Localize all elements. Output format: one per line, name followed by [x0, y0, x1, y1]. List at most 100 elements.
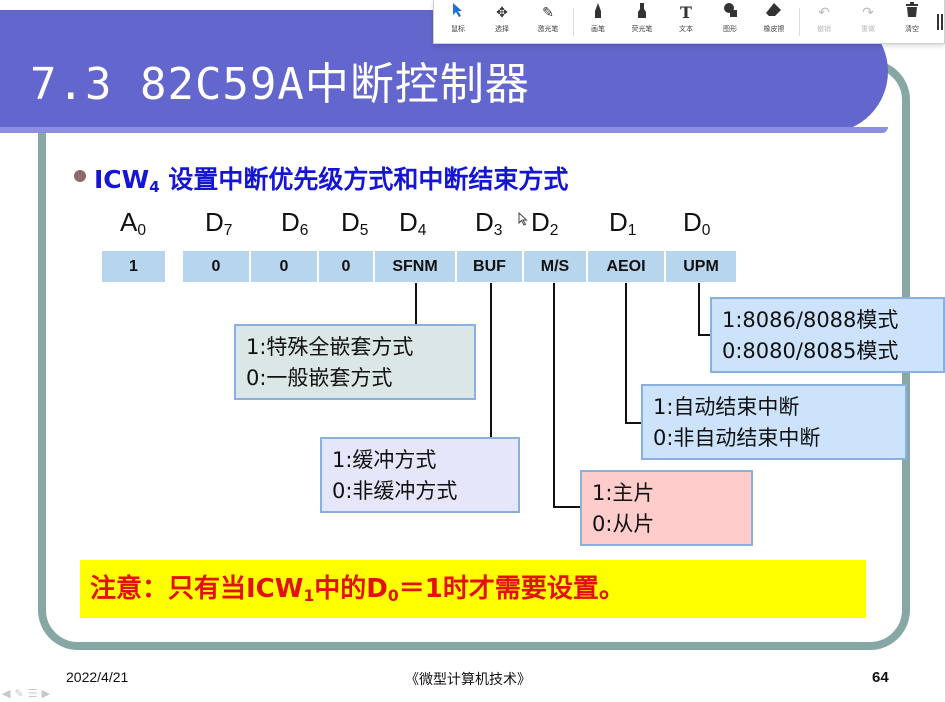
laser-pen-icon: ✎ [542, 5, 554, 21]
annotation-line: 1:自动结束中断 [653, 395, 800, 419]
prev-slide-icon[interactable]: ◀ [2, 687, 15, 700]
tool-label: 鼠标 [451, 25, 465, 33]
text-fragment: 0 [701, 221, 711, 239]
annotation-line: 1:缓冲方式 [332, 448, 437, 472]
aeoi-connector-h [625, 422, 641, 424]
eraser-tool-button[interactable]: 橡皮擦 [752, 2, 796, 42]
toolbar-divider [799, 8, 800, 36]
move-icon: ✥ [496, 5, 508, 21]
mouse-cursor-icon [518, 211, 528, 229]
text-fragment: 0 [387, 586, 399, 605]
menu-icon[interactable]: ☰ [27, 687, 42, 700]
text-fragment: 6 [299, 221, 309, 239]
tool-label: 文本 [679, 25, 693, 33]
highlighter-tool-button[interactable]: 荧光笔 [620, 2, 664, 42]
pointer-icon [436, 2, 480, 24]
tool-label: 图形 [723, 25, 737, 33]
text-fragment: 4 [417, 221, 427, 239]
heading-text: ICW [94, 165, 150, 194]
next-slide-icon[interactable]: ▶ [41, 687, 55, 700]
text-fragment: 0 [137, 221, 147, 239]
annotation-line: 0:从片 [592, 512, 655, 536]
tool-label: 清空 [905, 25, 919, 33]
bit-cell-d5: 0 [318, 250, 374, 283]
buf-annotation: 1:缓冲方式 0:非缓冲方式 [320, 437, 520, 513]
undo-button[interactable]: ↶ 撤销 [802, 2, 846, 42]
pen-tool-button[interactable]: 画笔 [576, 2, 620, 42]
text-fragment: 1 [627, 221, 637, 239]
sfnm-annotation: 1:特殊全嵌套方式 0:一般嵌套方式 [234, 324, 476, 400]
bit-cell-d4: SFNM [374, 250, 456, 283]
text-fragment: 5 [359, 221, 369, 239]
heading-text: 设置中断优先级方式和中断结束方式 [159, 165, 569, 194]
select-tool-button[interactable]: ✥ 选择 [480, 2, 524, 42]
page-number: 64 [872, 669, 889, 686]
bit-cell-d3: BUF [456, 250, 523, 283]
eraser-icon [752, 2, 796, 24]
ms-connector-v [553, 283, 555, 507]
bit-cell-d7: 0 [182, 250, 250, 283]
trash-icon [890, 2, 934, 24]
clear-button[interactable]: 清空 [890, 2, 934, 42]
text-fragment: 中的D [314, 574, 388, 604]
toolbar-overflow-icon[interactable] [937, 14, 943, 30]
tool-label: 撤销 [817, 25, 831, 33]
text-fragment: ＝1时才需要设置。 [398, 574, 625, 604]
text-fragment: 注意：只有当ICW [90, 574, 304, 604]
sfnm-connector [415, 283, 417, 325]
tool-label: 选择 [495, 25, 509, 33]
text-tool-button[interactable]: T 文本 [664, 2, 708, 42]
bit-label-d2: D2 [531, 207, 558, 240]
annotation-line: 1:主片 [592, 481, 655, 505]
text-fragment: D [205, 207, 224, 237]
footer-course-title: 《微型计算机技术》 [405, 672, 531, 688]
shapes-tool-button[interactable]: 图形 [708, 2, 752, 42]
text-fragment: 3 [493, 221, 503, 239]
redo-button[interactable]: ↷ 重做 [846, 2, 890, 42]
annotation-toolbar: 鼠标 ✥ 选择 ✎ 激光笔 画笔 荧光笔 T 文本 图形 橡皮擦 ↶ [433, 0, 945, 44]
highlighter-icon [620, 2, 664, 24]
ms-annotation: 1:主片 0:从片 [580, 470, 753, 546]
heading-subscript: 4 [149, 177, 160, 196]
bit-cell-d1: AEOI [587, 250, 665, 283]
text-fragment: 2 [549, 221, 559, 239]
tool-label: 橡皮擦 [763, 25, 785, 33]
bit-cell-d2: M/S [523, 250, 587, 283]
section-heading: ICW4 设置中断优先级方式和中断结束方式 [94, 160, 568, 196]
pointer-tool-button[interactable]: 鼠标 [436, 2, 480, 42]
buf-connector [490, 283, 492, 438]
bit-label-a0: A0 [120, 207, 146, 240]
bullet-icon [74, 170, 86, 182]
text-fragment: D [341, 207, 360, 237]
text-fragment: D [609, 207, 628, 237]
bit-label-d6: D6 [281, 207, 308, 240]
tool-label: 重做 [861, 25, 875, 33]
aeoi-connector-v [625, 283, 627, 423]
bit-label-d5: D5 [341, 207, 368, 240]
text-fragment: D [531, 207, 550, 237]
text-fragment: A [120, 207, 138, 237]
shapes-icon [708, 2, 752, 24]
laser-pen-tool-button[interactable]: ✎ 激光笔 [526, 2, 570, 42]
redo-icon: ↷ [862, 5, 874, 21]
bit-cell-a0: 1 [101, 250, 166, 283]
text-fragment: D [399, 207, 418, 237]
slide-nav-controls[interactable]: ◀✎☰▶ [2, 687, 54, 700]
pen-menu-icon[interactable]: ✎ [14, 687, 28, 700]
upm-connector-v [698, 283, 700, 335]
bit-label-d1: D1 [609, 207, 636, 240]
bit-label-d7: D7 [205, 207, 232, 240]
aeoi-annotation: 1:自动结束中断 0:非自动结束中断 [641, 384, 907, 460]
bit-label-d0: D0 [683, 207, 710, 240]
text-fragment: 1 [303, 586, 315, 605]
bit-cell-d0: UPM [665, 250, 737, 283]
bit-label-d3: D3 [475, 207, 502, 240]
text-fragment: D [475, 207, 494, 237]
annotation-line: 0:非自动结束中断 [653, 426, 821, 450]
bit-cell-d6: 0 [250, 250, 318, 283]
annotation-line: 0:一般嵌套方式 [246, 366, 393, 390]
annotation-line: 1:特殊全嵌套方式 [246, 335, 414, 359]
tool-label: 荧光笔 [631, 25, 653, 33]
undo-icon: ↶ [818, 5, 830, 21]
ms-connector-h [553, 506, 581, 508]
